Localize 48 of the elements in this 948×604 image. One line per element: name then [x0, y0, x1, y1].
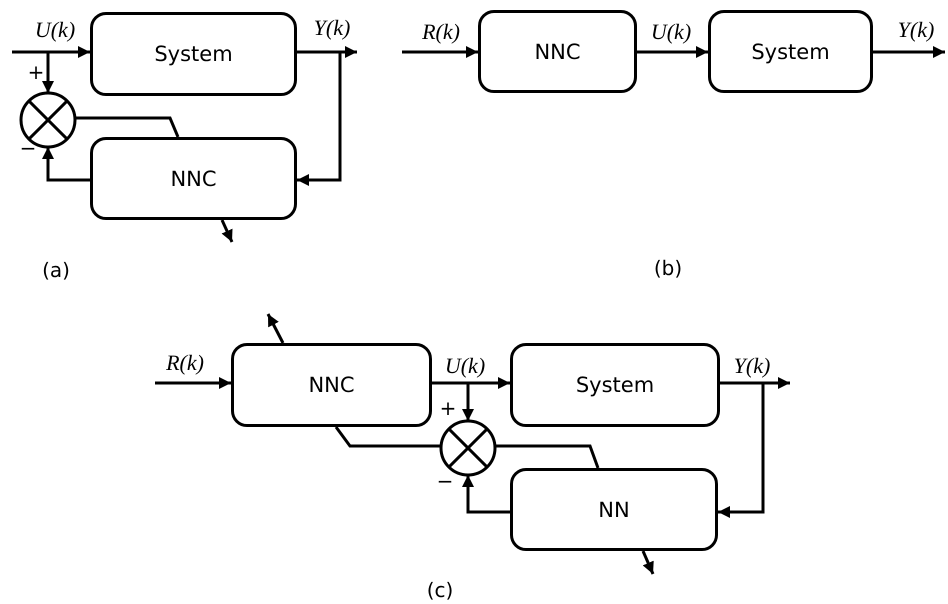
panel-label: (c)	[426, 580, 454, 600]
signal-label: R(k)	[421, 21, 461, 43]
summing-junction	[19, 91, 77, 149]
arrow	[266, 313, 284, 344]
panel-label: (b)	[654, 258, 682, 278]
signal-label: Y(k)	[312, 17, 352, 39]
block-box	[510, 343, 720, 427]
arrow	[642, 550, 654, 575]
block-name: System	[751, 40, 830, 64]
minus-sign: −	[436, 471, 454, 491]
signal-label: U(k)	[650, 21, 692, 43]
connector-line	[334, 426, 442, 448]
arrow	[462, 475, 510, 514]
arrow	[220, 219, 234, 243]
block-box	[90, 12, 297, 96]
plus-sign: +	[28, 62, 44, 82]
summing-junction	[439, 419, 497, 477]
arrow	[718, 382, 764, 518]
plus-sign: +	[440, 398, 456, 418]
block-name: NNC	[308, 373, 355, 397]
block-box	[90, 137, 297, 220]
signal-label: Y(k)	[896, 19, 936, 41]
minus-sign: −	[20, 138, 36, 158]
arrow	[155, 377, 231, 389]
arrow	[432, 382, 474, 421]
signal-label: Y(k)	[732, 355, 772, 377]
block-name: NNC	[170, 166, 217, 190]
arrow	[873, 46, 945, 58]
signal-label: U(k)	[34, 19, 76, 41]
block-name: NN	[598, 498, 630, 522]
block-box	[510, 468, 718, 551]
block-box	[708, 10, 873, 93]
arrow	[637, 46, 708, 58]
arrow	[402, 46, 478, 58]
arrow	[12, 46, 90, 58]
block-name: System	[154, 42, 233, 66]
block-box	[231, 343, 432, 427]
connector-line	[494, 444, 600, 469]
block-name: NNC	[534, 40, 581, 64]
signal-label: R(k)	[165, 352, 205, 374]
panel-label: (a)	[42, 260, 70, 280]
arrow	[42, 52, 54, 93]
signal-label: U(k)	[444, 355, 486, 377]
arrow	[42, 147, 90, 182]
block-name: System	[576, 373, 654, 397]
arrow	[297, 50, 342, 186]
block-box	[478, 10, 637, 93]
connector-line	[74, 116, 180, 138]
